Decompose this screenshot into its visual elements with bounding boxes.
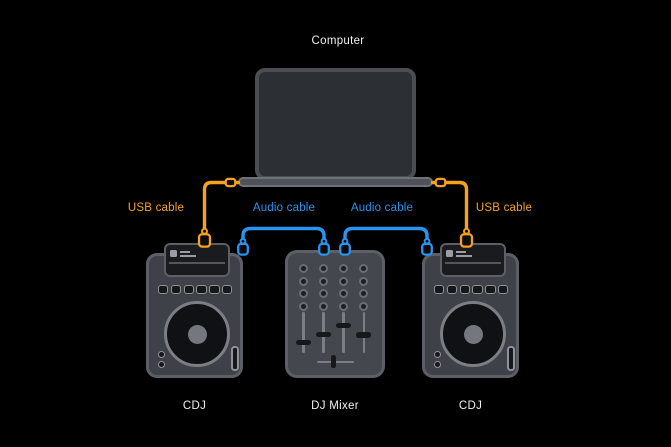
display-divider [169,261,225,264]
mixer-knob [298,276,308,286]
display-divider [445,261,501,264]
channel-fader-handle [316,331,331,338]
cdj-round-button [157,351,165,358]
cdj-round-button [157,361,165,368]
mixer-knob-grid [293,262,374,313]
mixer-faders [288,253,382,375]
jog-wheel [440,301,506,367]
cdj-hot-cue-button [196,285,207,294]
display-text-line [456,254,472,257]
cdj-hot-cue-button [221,285,233,294]
display-icon [446,250,453,257]
cdj-hot-cue-button [472,285,483,294]
cdj-hot-cue-button [209,285,220,294]
display-icon [170,250,177,257]
cdj-hot-cue-button [434,285,445,294]
jog-hub [187,324,207,344]
mixer-knob [318,302,328,312]
cdj-right-illustration [422,243,519,378]
mixer-knob [298,302,308,312]
channel-fader-handle [356,332,372,338]
cdj-buttons [434,285,509,294]
cdj-hot-cue-button [459,285,470,294]
jog-wheel [164,301,230,367]
channel-fader-handle [336,322,352,329]
pitch-fader [506,345,515,371]
cdj-round-button [433,361,441,368]
node-label-computer: Computer [311,35,365,47]
mixer-knob [359,263,369,273]
cdj-hot-cue-button [183,285,194,294]
edge-label-audio-left: Audio cable [252,202,316,214]
pitch-fader [230,345,239,371]
mixer-knob [339,263,349,273]
edge-label-audio-right: Audio cable [350,202,414,214]
mixer-knob [339,276,349,286]
cdj-buttons [158,285,233,294]
display-text-line [456,250,466,253]
mixer-knob [359,276,369,286]
channel-fader-track [342,312,345,353]
cdj-hot-cue-button [497,285,509,294]
node-label-cdj-left: CDJ [182,400,207,412]
mixer-illustration [285,250,385,378]
cdj-display [164,243,230,277]
channel-fader-handle [295,340,311,346]
laptop-screen [255,68,416,180]
cdj-hot-cue-button [485,285,496,294]
mixer-knob [318,263,328,273]
node-label-dj-mixer: DJ Mixer [311,400,359,412]
mixer-knob [359,302,369,312]
mixer-knob [318,276,328,286]
cdj-hot-cue-button [446,285,458,294]
cdj-hot-cue-button [170,285,182,294]
node-label-cdj-right: CDJ [458,400,483,412]
display-text-line [180,254,196,257]
display-text-line [180,250,190,253]
channel-fader-track [302,312,305,353]
cdj-left-illustration [146,243,243,378]
cdj-display [440,243,506,277]
cdj-round-button [433,351,441,358]
mixer-knob [298,263,308,273]
edge-label-usb-left: USB cable [127,202,185,214]
mixer-knob [359,289,369,299]
cdj-hot-cue-button [158,285,169,294]
laptop-base [238,177,433,187]
edge-label-usb-right: USB cable [475,202,533,214]
mixer-knob [298,289,308,299]
mixer-knob [339,289,349,299]
jog-hub [463,324,483,344]
mixer-knob [339,302,349,312]
mixer-knob [318,289,328,299]
crossfader-handle [331,355,336,368]
